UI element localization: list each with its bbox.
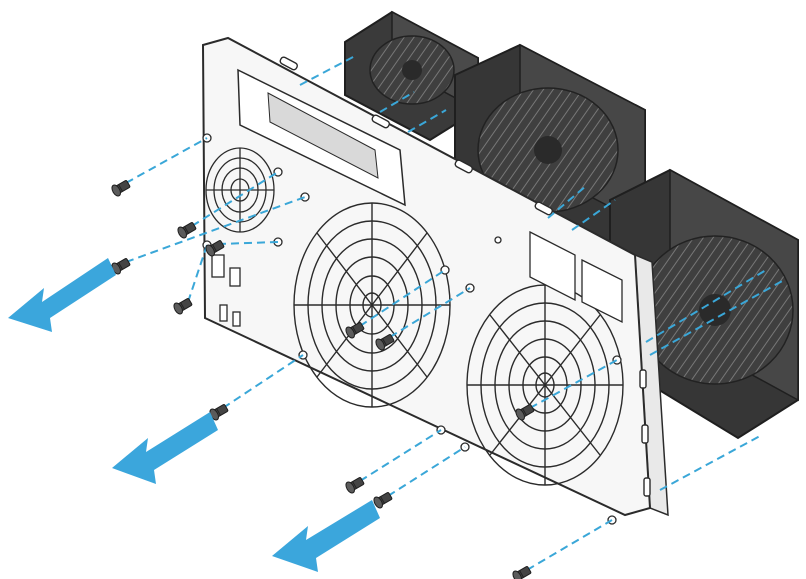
cutouts [211, 230, 623, 327]
fan-bracket-plate [201, 36, 669, 525]
grill-left [293, 202, 451, 408]
screw-icon [177, 222, 197, 239]
screw-icon [515, 404, 535, 421]
fan-2 [454, 43, 646, 260]
grill-small [205, 147, 275, 233]
fan-stack [344, 10, 799, 440]
screw-icon [345, 477, 365, 494]
arrow-left-icon [8, 258, 116, 332]
screw-icon [345, 322, 365, 339]
guide-lines [125, 55, 785, 571]
screw-set [111, 180, 535, 579]
grill-right [466, 284, 624, 486]
screw-icon [209, 404, 229, 421]
screw-icon [373, 492, 393, 509]
screw-icon [173, 298, 193, 315]
removal-arrows [8, 258, 380, 572]
screw-icon [512, 566, 532, 579]
top-slots [279, 56, 553, 216]
screw-icon [111, 258, 131, 275]
screw-icon [205, 240, 225, 257]
arrow-left-icon [272, 500, 380, 572]
screw-icon [375, 334, 395, 351]
arrow-left-icon [112, 412, 218, 484]
side-slots [639, 369, 651, 497]
screw-icon [111, 180, 131, 197]
fan-3 [609, 168, 799, 440]
